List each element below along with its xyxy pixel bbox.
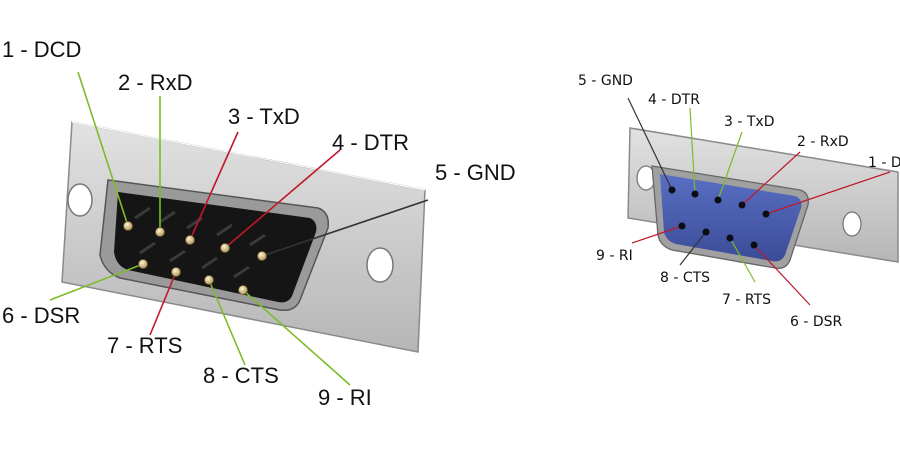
male-pin-label: 9 - RI [318,385,372,410]
female-wire-9 [753,244,811,306]
female-socket-8 [726,234,734,242]
pin-labels: 1 - DCD 2 - RxD 3 - TxD 4 - DTR 5 - GND 6 - D… [2,37,900,410]
female-pin-label: 7 - RTS [722,292,771,308]
male-pin-8 [204,275,214,285]
male-pin-label: 4 - DTR [332,130,409,155]
male-db9-connector [61,121,426,353]
male-pin-label: 7 - RTS [107,333,182,358]
male-pin-label: 2 - RxD [118,70,193,95]
male-wire-9 [242,289,351,386]
female-socket-2 [691,190,699,198]
female-socket-5 [762,210,770,218]
female-pin-label: 5 - GND [578,73,633,89]
female-socket-3 [714,196,722,204]
male-mounting-hole-left [67,183,93,217]
female-pin-label: 3 - TxD [724,114,774,130]
male-pin-2 [155,227,165,237]
female-pin-label: 2 - RxD [797,134,849,150]
male-pin-label: 1 - DCD [2,37,81,62]
female-mounting-hole-right [842,211,862,237]
male-wire-5 [261,199,429,257]
female-wire-5 [765,171,891,215]
female-wire-8 [729,237,756,283]
female-socket-7 [702,228,710,236]
male-wire-1 [77,71,129,227]
female-wire-6 [631,225,683,244]
female-pin-label: 9 - RI [596,248,633,264]
male-wire-8 [208,279,246,366]
male-pin-6 [138,259,148,269]
female-pin-label: 4 - DTR [648,92,700,108]
male-wire-7 [149,271,177,336]
male-pin-label: 3 - TxD [228,104,300,129]
male-pin-4 [220,243,230,253]
male-pin-label: 5 - GND [435,160,516,185]
female-socket-1 [668,186,676,194]
female-wire-7 [679,231,707,266]
female-socket-4 [738,201,746,209]
male-pin-1 [123,221,133,231]
male-pin-3 [185,235,195,245]
female-wire-3 [717,131,743,201]
female-wire-4 [741,151,801,206]
female-socket-6 [678,222,686,230]
male-wire-4 [224,149,341,249]
male-pin-label: 8 - CTS [203,363,279,388]
male-pin-7 [171,267,181,277]
female-pin-label: 1 - DCD [868,155,900,171]
female-pin-label: 8 - CTS [660,270,710,286]
male-pin-label: 6 - DSR [2,303,80,328]
male-pin-5 [257,251,267,261]
male-wire-3 [189,131,239,241]
male-wire-6 [49,263,144,301]
male-mounting-hole-right [366,247,394,283]
pin-wires [49,71,891,386]
pin-sockets [123,186,770,295]
male-pin-9 [238,285,248,295]
female-wire-2 [689,107,696,195]
female-wire-1 [627,97,673,191]
female-db9-connector [627,127,899,269]
female-socket-9 [750,241,758,249]
female-pin-label: 6 - DSR [790,314,843,330]
